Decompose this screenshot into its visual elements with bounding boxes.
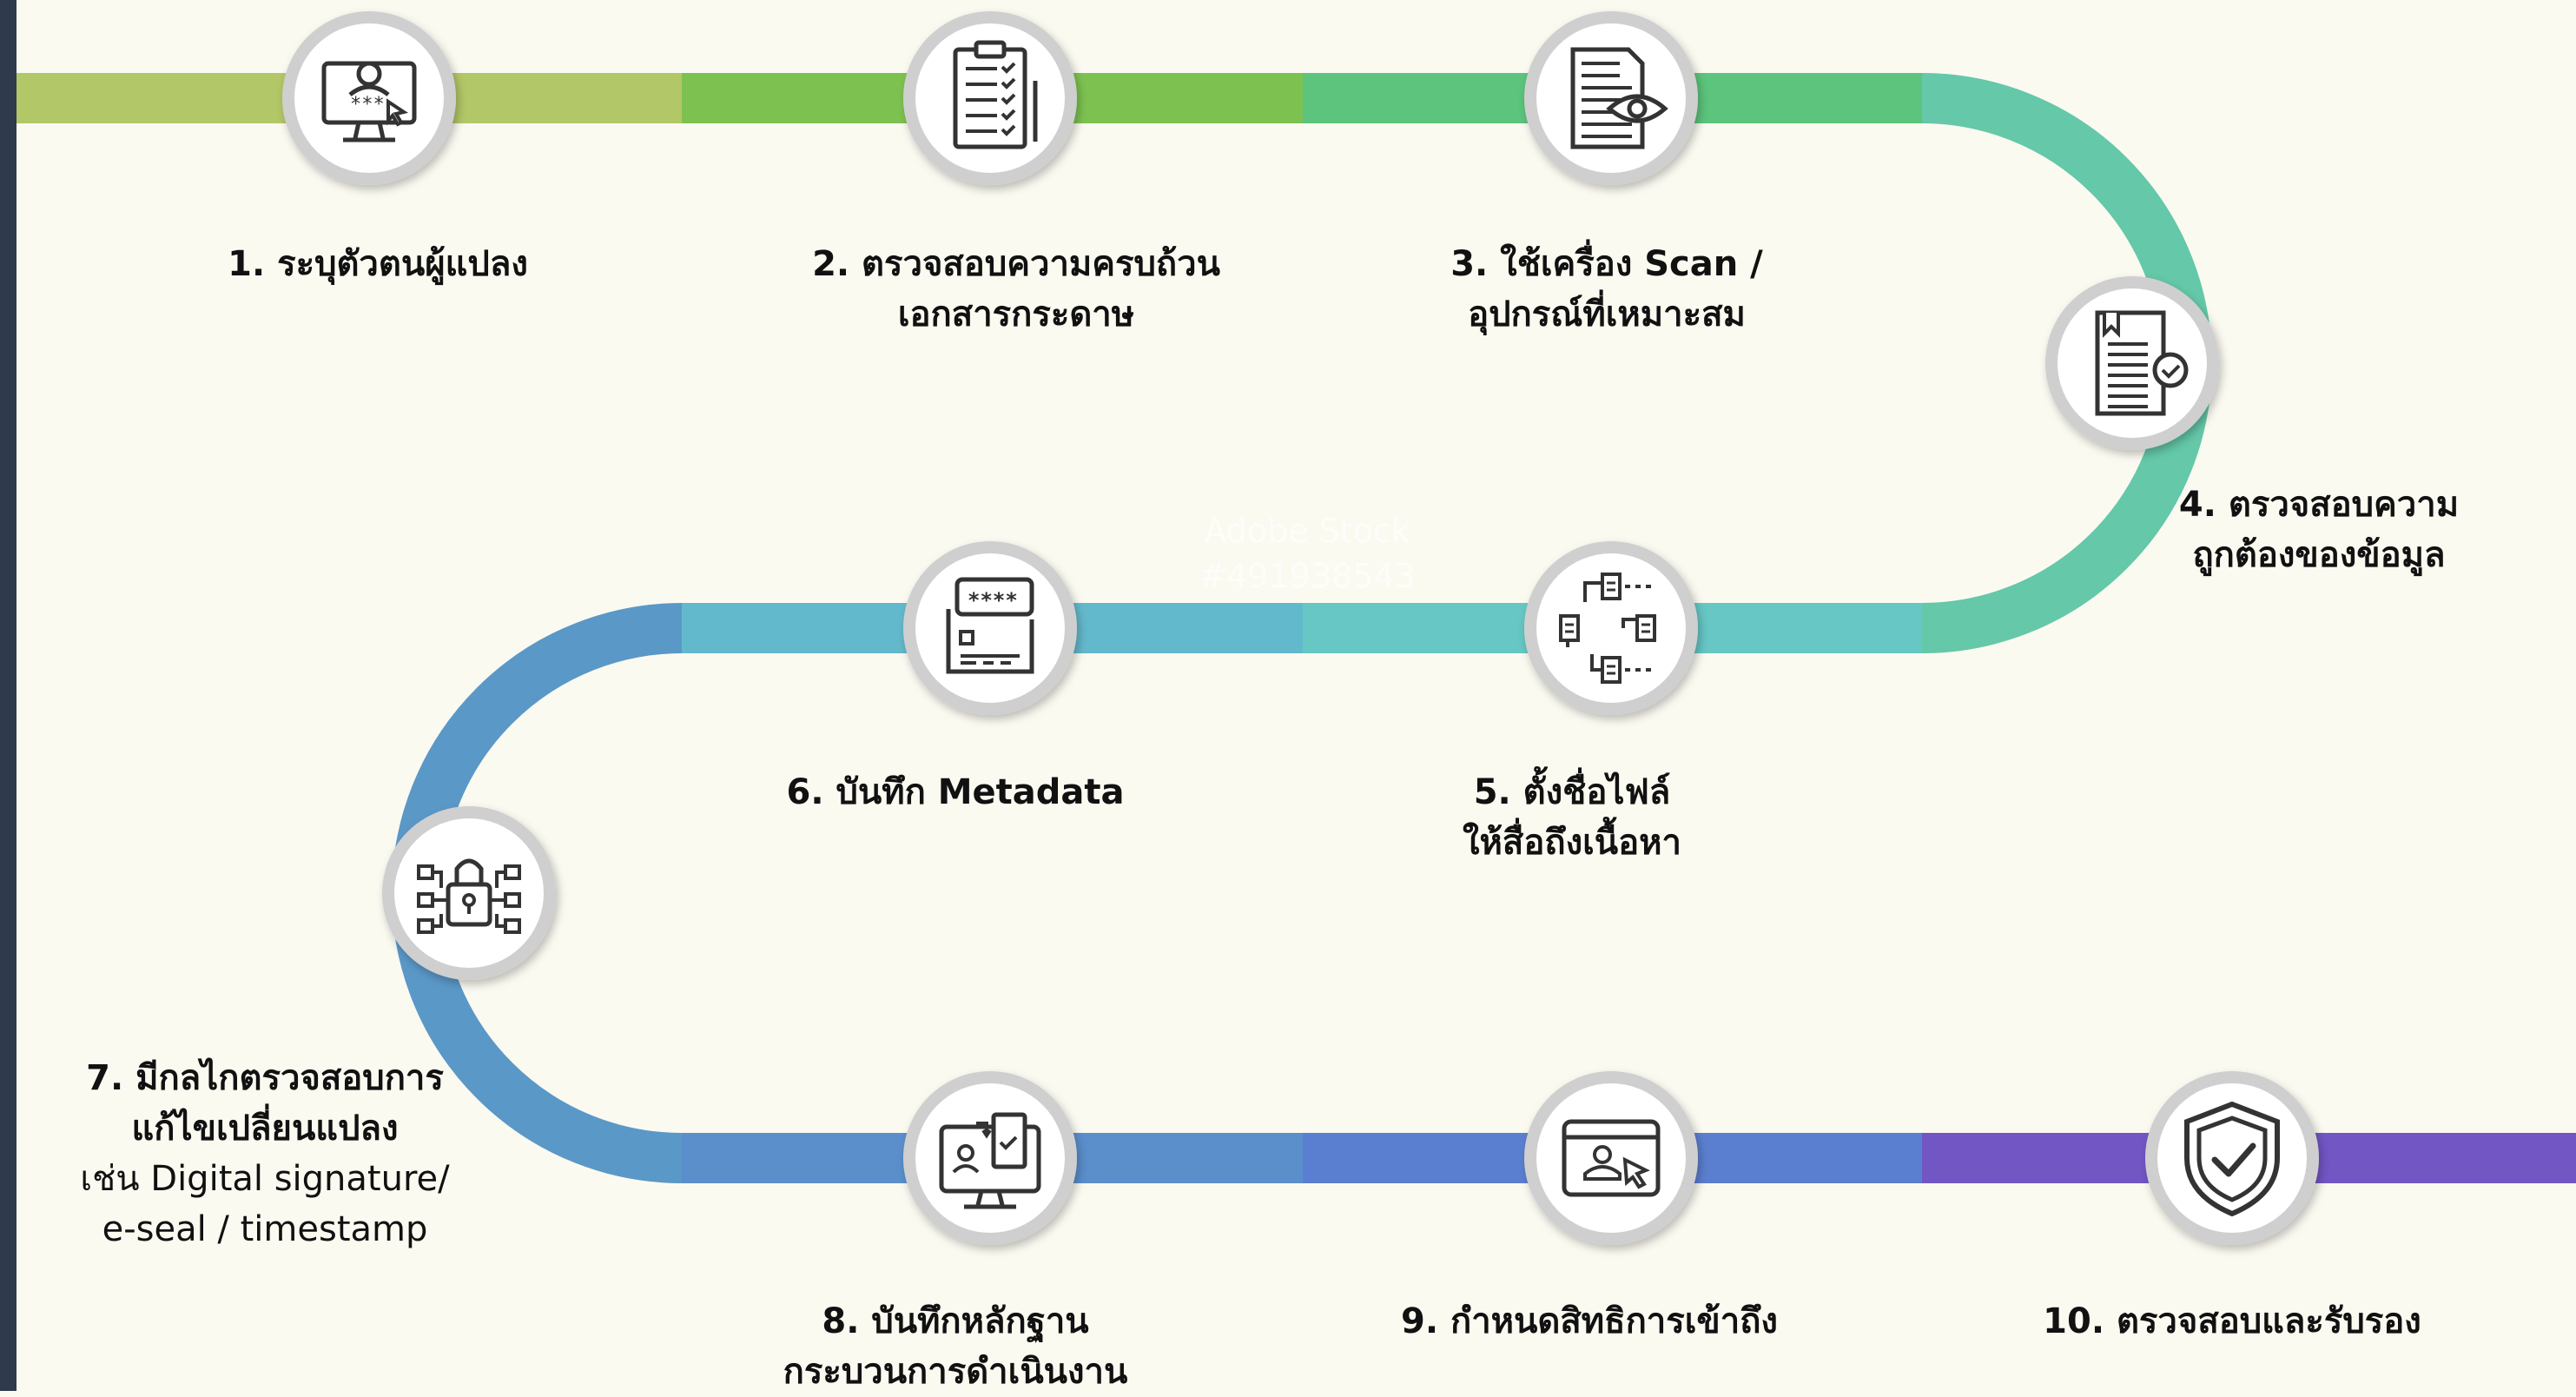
window-edge xyxy=(0,0,17,1391)
step-10-title: ตรวจสอบและรับรอง xyxy=(2116,1301,2421,1341)
step-2-label: 2. ตรวจสอบความครบถ้วน เอกสารกระดาษ xyxy=(773,239,1259,340)
step-8-title: บันทึกหลักฐาน xyxy=(871,1301,1089,1341)
step-1-node xyxy=(282,11,456,185)
step-5-node xyxy=(1524,541,1698,715)
step-6-node xyxy=(903,541,1077,715)
step-10-label: 10. ตรวจสอบและรับรอง xyxy=(1989,1296,2475,1347)
document-eye-icon xyxy=(1570,47,1668,149)
step-1-number: 1. xyxy=(228,244,266,284)
file-structure-icon xyxy=(1559,573,1656,684)
monitor-evidence-icon xyxy=(939,1112,1041,1209)
step-5-number: 5. xyxy=(1473,772,1511,812)
step-8-disc xyxy=(915,1083,1065,1233)
watermark-line1: Adobe Stock xyxy=(1204,512,1410,550)
step-4-number: 4. xyxy=(2178,485,2216,525)
watermark-line2: #491938543 xyxy=(1199,557,1416,595)
step-7-number: 7. xyxy=(86,1058,124,1098)
computer-login-icon: *** xyxy=(321,61,417,142)
step-9-label: 9. กำหนดสิทธิการเข้าถึง xyxy=(1346,1296,1833,1347)
step-8-title-line2: กระบวนการดำเนินงาน xyxy=(783,1352,1128,1392)
step-7-title-line2: แก้ไขเปลี่ยนแปลง xyxy=(131,1109,399,1149)
metadata-card-icon: **** xyxy=(946,577,1034,674)
step-2-title-line2: เอกสารกระดาษ xyxy=(897,295,1135,334)
step-9-number: 9. xyxy=(1401,1301,1439,1341)
step-8-node xyxy=(903,1071,1077,1245)
step-9-title: กำหนดสิทธิการเข้าถึง xyxy=(1450,1301,1778,1341)
step-6-title: บันทึก Metadata xyxy=(836,772,1125,812)
step-7-label: 7. มีกลไกตรวจสอบการ แก้ไขเปลี่ยนแปลง เช่… xyxy=(39,1053,491,1255)
svg-text:****: **** xyxy=(968,588,1018,612)
step-6-disc xyxy=(915,553,1065,703)
step-4-title: ตรวจสอบความ xyxy=(2228,485,2460,525)
step-5-title: ตั้งชื่อไฟล์ xyxy=(1522,772,1671,812)
step-5-disc xyxy=(1536,553,1686,703)
step-1-label: 1. ระบุตัวตนผู้แปลง xyxy=(195,239,560,289)
step-5-label: 5. ตั้งชื่อไฟล์ ให้สื่อถึงเนื้อหา xyxy=(1424,767,1720,868)
document-verified-icon xyxy=(2095,310,2189,416)
step-6-label: 6. บันทึก Metadata xyxy=(756,767,1155,818)
lock-network-icon xyxy=(417,858,521,934)
step-3-title-line2: อุปกรณ์ที่เหมาะสม xyxy=(1468,295,1746,334)
step-3-label: 3. ใช้เครื่อง Scan / อุปกรณ์ที่เหมาะสม xyxy=(1411,239,1802,340)
step-2-title: ตรวจสอบความครบถ้วน xyxy=(862,244,1220,284)
step-7-subtitle: เช่น Digital signature/ xyxy=(80,1159,450,1199)
step-10-number: 10. xyxy=(2043,1301,2105,1341)
step-7-subtitle-line2: e-seal / timestamp xyxy=(102,1209,428,1249)
clipboard-checklist-icon xyxy=(953,40,1038,149)
access-user-icon xyxy=(1562,1119,1661,1197)
watermark: Adobe Stock #491938543 xyxy=(1164,508,1450,599)
step-8-label: 8. บันทึกหลักฐาน กระบวนการดำเนินงาน xyxy=(738,1296,1172,1397)
step-3-number: 3. xyxy=(1450,244,1489,284)
step-2-number: 2. xyxy=(812,244,850,284)
step-10-node xyxy=(2145,1071,2319,1245)
step-4-label: 4. ตรวจสอบความ ถูกต้องของข้อมูล xyxy=(2137,480,2501,580)
step-1-disc xyxy=(294,23,444,173)
shield-check-icon xyxy=(2184,1101,2280,1217)
step-3-title: ใช้เครื่อง Scan / xyxy=(1500,244,1763,284)
step-5-title-line2: ให้สื่อถึงเนื้อหา xyxy=(1463,823,1681,863)
step-7-title: มีกลไกตรวจสอบการ xyxy=(135,1058,444,1098)
svg-text:***: *** xyxy=(350,94,385,116)
step-8-number: 8. xyxy=(822,1301,860,1341)
step-6-number: 6. xyxy=(786,772,824,812)
step-4-title-line2: ถูกต้องของข้อมูล xyxy=(2192,535,2446,575)
step-1-title: ระบุตัวตนผู้แปลง xyxy=(277,244,528,284)
